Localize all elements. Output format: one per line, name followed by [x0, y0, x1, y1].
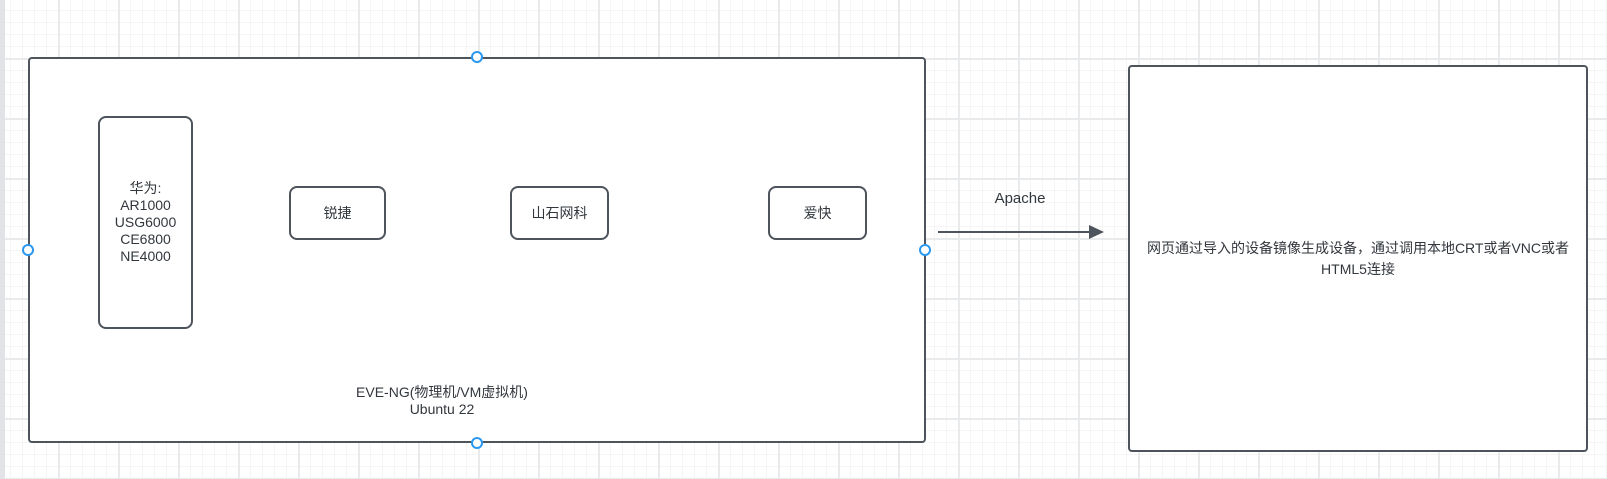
apache-arrow-head-icon [1089, 225, 1104, 239]
eve-ng-caption[interactable]: EVE-NG(物理机/VM虚拟机) Ubuntu 22 [292, 384, 592, 418]
web-access-box[interactable]: 网页通过导入的设备镜像生成设备，通过调用本地CRT或者VNC或者HTML5连接 [1128, 65, 1588, 452]
huawei-box-line: 华为: [129, 180, 162, 196]
huawei-box-line: NE4000 [120, 248, 171, 264]
connection-handle-right[interactable] [919, 244, 931, 256]
huawei-box-line: CE6800 [120, 231, 171, 247]
canvas-left-edge [0, 0, 5, 479]
huawei-devices-box[interactable]: 华为: AR1000 USG6000 CE6800 NE4000 [98, 116, 193, 329]
apache-arrow[interactable] [938, 231, 1090, 233]
connection-handle-top[interactable] [471, 51, 483, 63]
vendor-box-hillstone[interactable]: 山石网科 [510, 186, 609, 240]
vendor-box-label: 山石网科 [531, 205, 588, 221]
vendor-box-ruijie[interactable]: 锐捷 [289, 186, 386, 240]
connection-handle-bottom[interactable] [471, 437, 483, 449]
huawei-box-line: USG6000 [114, 214, 177, 230]
eve-ng-group-box[interactable]: 华为: AR1000 USG6000 CE6800 NE4000 锐捷 山石网科… [28, 57, 926, 443]
apache-arrow-label[interactable]: Apache [994, 190, 1046, 207]
vendor-box-ikuai[interactable]: 爱快 [768, 186, 867, 240]
eve-ng-caption-line1: EVE-NG(物理机/VM虚拟机) [356, 384, 528, 400]
vendor-box-label: 锐捷 [323, 205, 352, 221]
connection-handle-left[interactable] [22, 244, 34, 256]
huawei-box-line: AR1000 [120, 197, 171, 213]
web-access-text: 网页通过导入的设备镜像生成设备，通过调用本地CRT或者VNC或者HTML5连接 [1146, 239, 1570, 277]
eve-ng-caption-line2: Ubuntu 22 [409, 401, 475, 417]
vendor-box-label: 爱快 [803, 205, 832, 221]
